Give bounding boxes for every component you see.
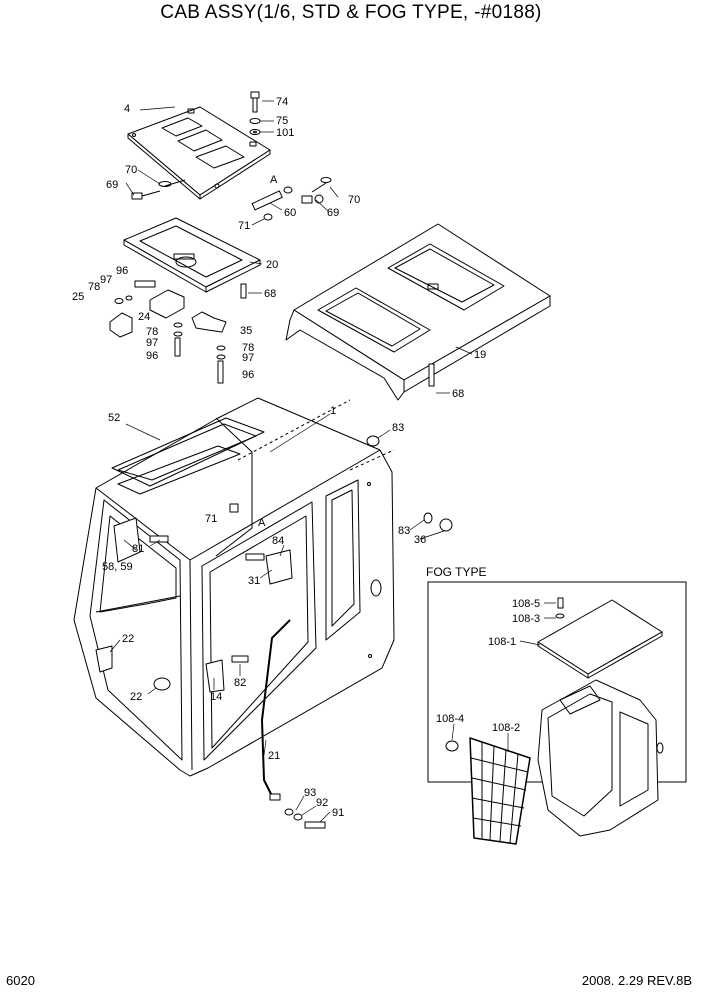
callout-31: 31 bbox=[248, 575, 260, 587]
callout-A2: A bbox=[258, 517, 266, 529]
cab-body bbox=[73, 397, 395, 777]
callout-60: 60 bbox=[284, 207, 296, 219]
callout-71: 71 bbox=[238, 220, 250, 232]
callout-20: 20 bbox=[266, 259, 278, 271]
roof-hatch-frame bbox=[123, 217, 261, 293]
revision-date: 2008. 2.29 REV.8B bbox=[581, 973, 692, 988]
callout-A: A bbox=[270, 174, 278, 186]
callout-108-2: 108-2 bbox=[492, 722, 520, 734]
cab-internal-parts bbox=[95, 435, 453, 829]
latch-assembly bbox=[109, 280, 247, 384]
hinge-pins bbox=[131, 177, 332, 221]
callout-71b: 71 bbox=[205, 513, 217, 525]
callout-78c: 78 bbox=[242, 342, 254, 354]
callout-83b: 83 bbox=[398, 525, 410, 537]
callout-108-5: 108-5 bbox=[512, 598, 540, 610]
callout-97b: 97 bbox=[146, 337, 158, 349]
callout-25: 25 bbox=[72, 291, 84, 303]
callout-82: 82 bbox=[234, 677, 246, 689]
page-title: CAB ASSY(1/6, STD & FOG TYPE, -#0188) bbox=[160, 2, 542, 23]
leader-lines bbox=[109, 100, 556, 823]
callout-24: 24 bbox=[138, 311, 150, 323]
page-number: 6020 bbox=[6, 973, 35, 988]
callout-19: 19 bbox=[474, 349, 486, 361]
callout-52: 52 bbox=[108, 412, 120, 424]
callout-69: 69 bbox=[106, 179, 118, 191]
callout-83: 83 bbox=[392, 422, 404, 434]
callout-108-4: 108-4 bbox=[436, 713, 464, 725]
callout-74: 74 bbox=[276, 96, 288, 108]
callout-92: 92 bbox=[316, 797, 328, 809]
callout-84: 84 bbox=[272, 535, 284, 547]
callout-108-1: 108-1 bbox=[488, 636, 516, 648]
roof-panel bbox=[285, 223, 551, 401]
fog-guard-grille bbox=[445, 737, 531, 845]
callout-21: 21 bbox=[268, 750, 280, 762]
callout-58-59: 58, 59 bbox=[102, 561, 133, 573]
callout-96c: 96 bbox=[242, 369, 254, 381]
fog-guard-plate bbox=[537, 597, 663, 679]
callout-36: 36 bbox=[414, 534, 426, 546]
roof-hatch-cover bbox=[127, 106, 271, 200]
callout-68b: 68 bbox=[452, 388, 464, 400]
callout-78: 78 bbox=[88, 281, 100, 293]
callout-96: 96 bbox=[116, 265, 128, 277]
callout-93: 93 bbox=[304, 787, 316, 799]
callout-81: 81 bbox=[132, 543, 144, 555]
callout-75: 75 bbox=[276, 115, 288, 127]
callout-69b: 69 bbox=[327, 207, 339, 219]
callout-91: 91 bbox=[332, 807, 344, 819]
callout-4: 4 bbox=[124, 103, 130, 115]
callout-1: 1 bbox=[330, 405, 336, 417]
callout-97: 97 bbox=[100, 274, 112, 286]
callout-labels: 74 75 101 4 70 69 A 70 60 69 71 20 68 96… bbox=[72, 96, 540, 819]
callout-22: 22 bbox=[122, 633, 134, 645]
callout-101: 101 bbox=[276, 127, 294, 139]
callout-22b: 22 bbox=[130, 691, 142, 703]
callout-14: 14 bbox=[210, 691, 222, 703]
callout-108-3: 108-3 bbox=[512, 613, 540, 625]
callout-70b: 70 bbox=[348, 194, 360, 206]
bolt-stack-74 bbox=[249, 91, 261, 135]
callout-97c: 97 bbox=[242, 352, 254, 364]
callout-68: 68 bbox=[264, 288, 276, 300]
callout-78b: 78 bbox=[146, 326, 158, 338]
fog-type-label: FOG TYPE bbox=[426, 565, 486, 579]
callout-35: 35 bbox=[240, 325, 252, 337]
fog-mini-cab bbox=[537, 679, 664, 837]
callout-96b: 96 bbox=[146, 350, 158, 362]
callout-70: 70 bbox=[125, 164, 137, 176]
